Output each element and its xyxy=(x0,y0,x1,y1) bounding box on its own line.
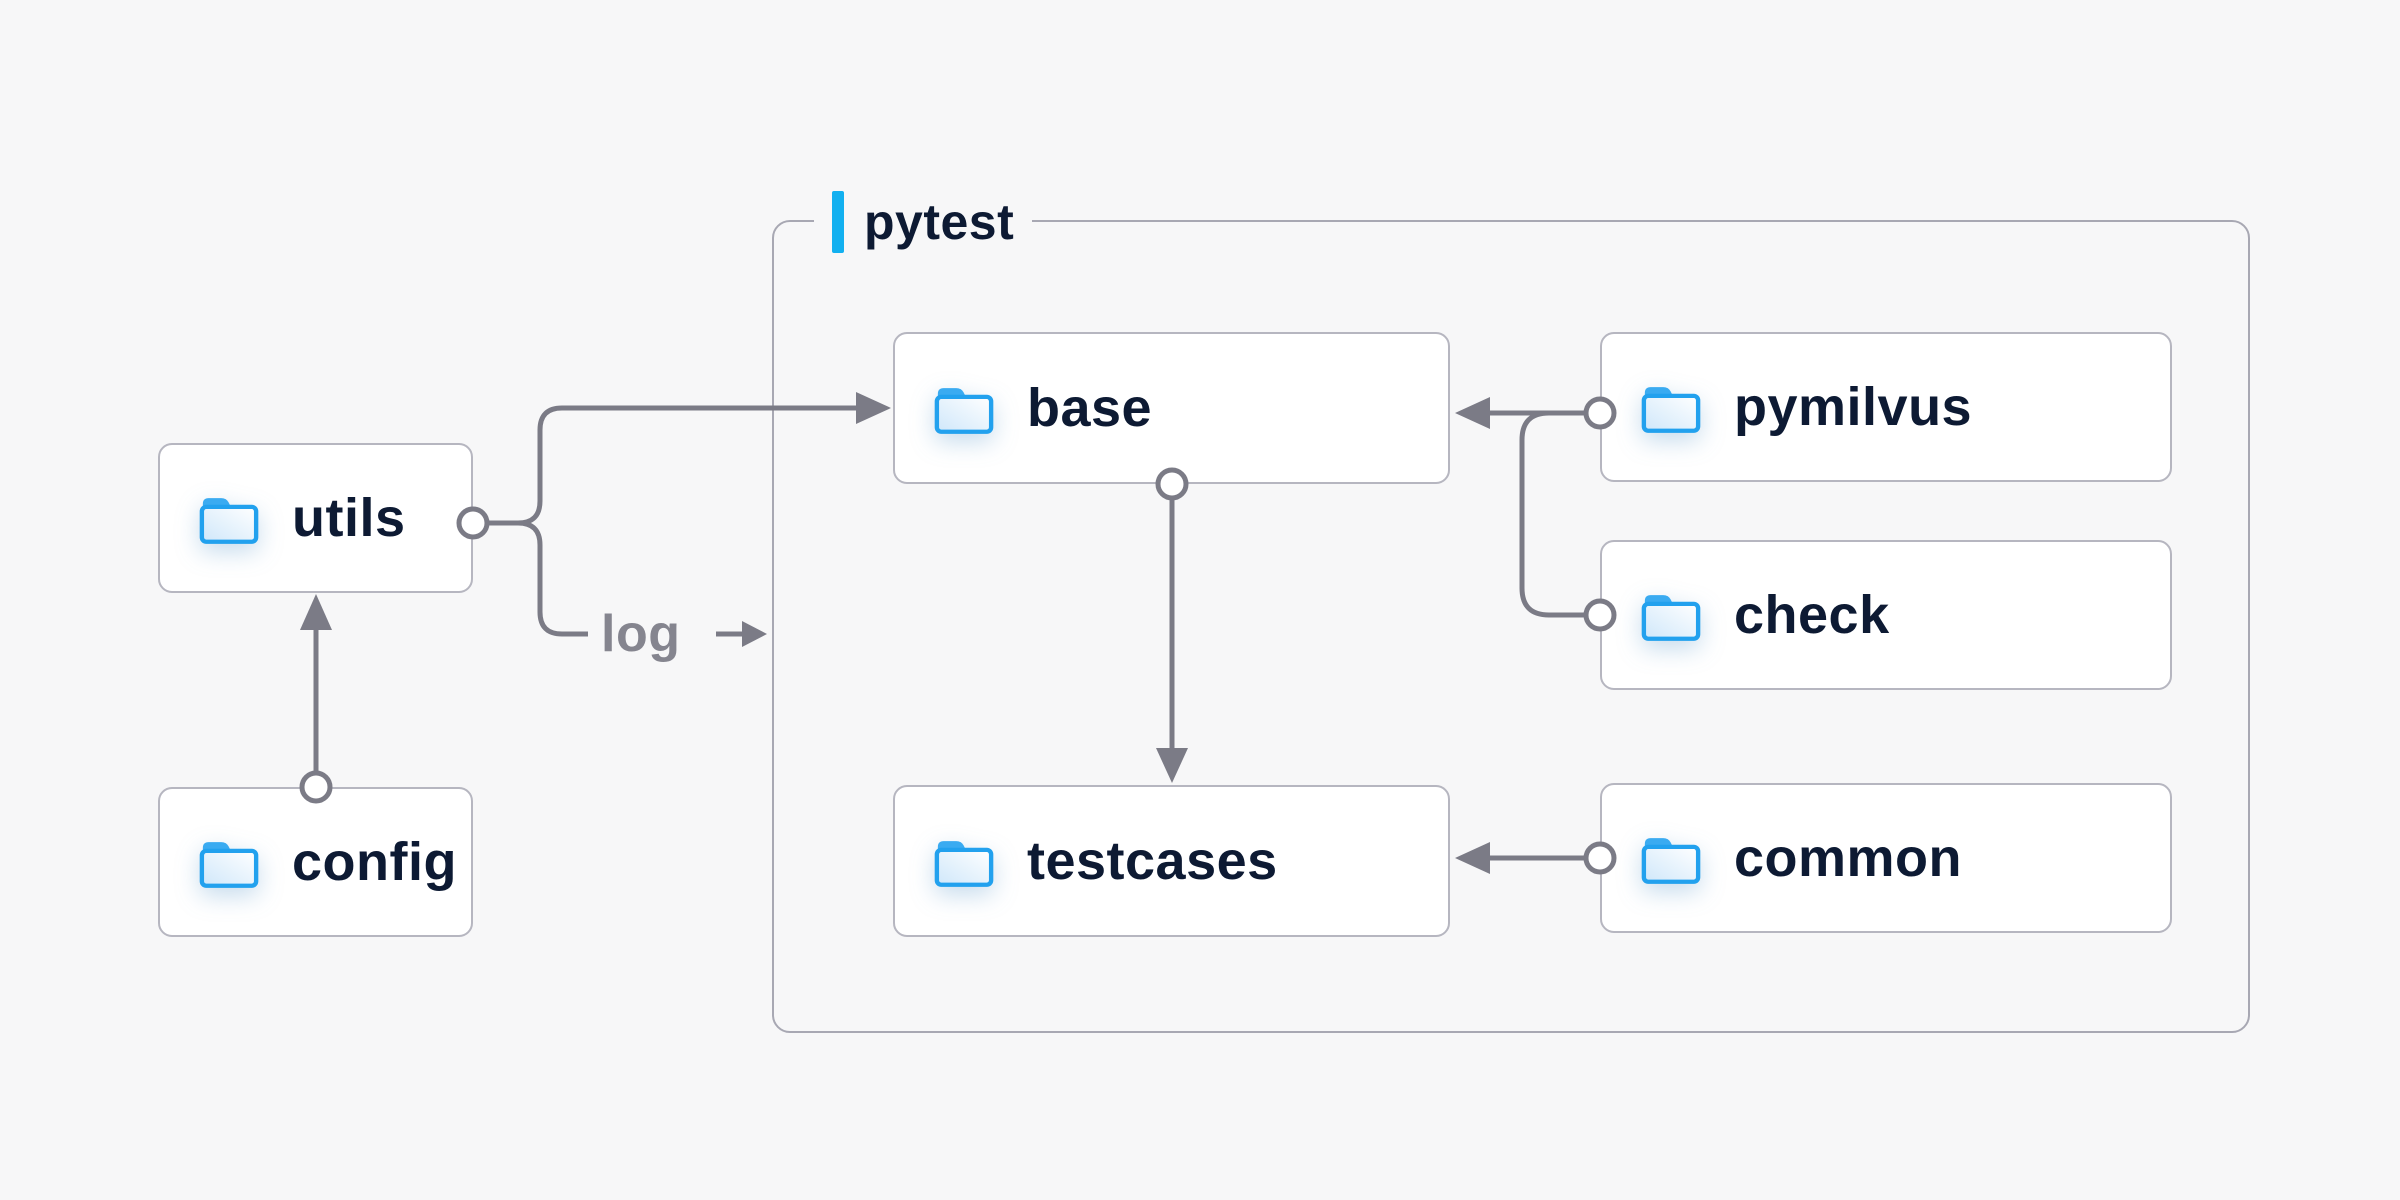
folder-icon xyxy=(1640,381,1702,434)
accent-bar xyxy=(832,191,844,253)
node-utils: utils xyxy=(158,443,473,593)
node-testcases: testcases xyxy=(893,785,1450,937)
arrowhead-right-small xyxy=(742,621,767,647)
folder-icon xyxy=(198,492,260,545)
folder-icon xyxy=(198,836,260,889)
node-pymilvus-label: pymilvus xyxy=(1734,377,1973,437)
edge-utils-log-branch xyxy=(517,520,588,637)
node-check: check xyxy=(1600,540,2172,690)
folder-icon xyxy=(1640,589,1702,642)
folder-icon xyxy=(933,835,995,888)
node-common-label: common xyxy=(1734,828,1963,888)
node-base-label: base xyxy=(1027,378,1153,438)
folder-icon xyxy=(1640,832,1702,885)
node-testcases-label: testcases xyxy=(1027,831,1278,891)
node-check-label: check xyxy=(1734,585,1890,645)
node-config-label: config xyxy=(292,832,457,892)
pytest-container-label: pytest xyxy=(814,185,1033,259)
edge-label-log: log xyxy=(601,605,681,663)
arrowhead-up xyxy=(300,594,332,630)
edge-config-to-utils xyxy=(299,594,333,804)
container-title: pytest xyxy=(864,194,1015,250)
edge-log-into-container xyxy=(716,621,767,647)
node-pymilvus: pymilvus xyxy=(1600,332,2172,482)
node-utils-label: utils xyxy=(292,488,406,548)
node-common: common xyxy=(1600,783,2172,933)
pytest-container: pytest xyxy=(772,185,2250,1033)
node-base: base xyxy=(893,332,1450,484)
node-config: config xyxy=(158,787,473,937)
folder-icon xyxy=(933,382,995,435)
